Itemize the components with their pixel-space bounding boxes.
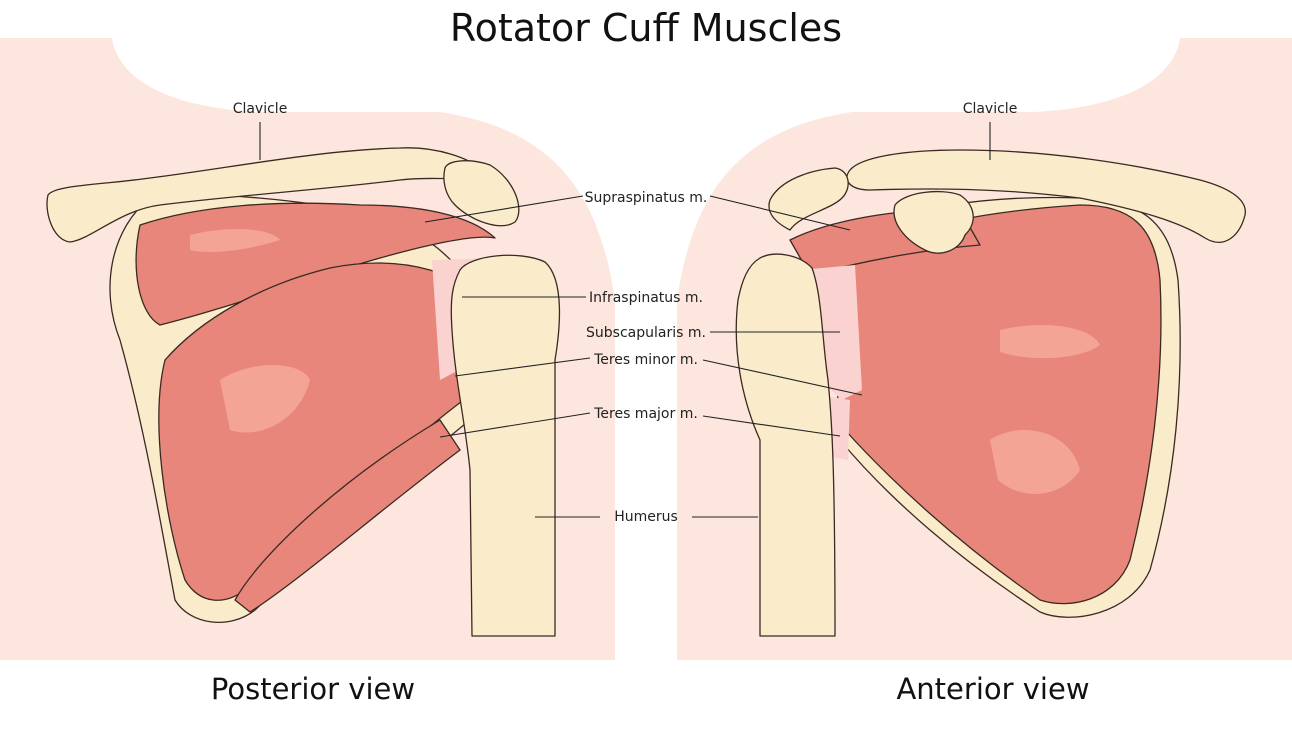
- anterior-acromion: [768, 167, 849, 231]
- posterior-view: [46, 147, 561, 637]
- leader-teres-major-left: [439, 412, 591, 438]
- posterior-highlight-1: [190, 228, 280, 252]
- posterior-view-title: Posterior view: [210, 672, 416, 706]
- leader-supraspinatus-left: [424, 195, 584, 223]
- anterior-coracoid: [893, 190, 974, 254]
- leader-teres-minor-right: [702, 359, 863, 396]
- anterior-view-title: Anterior view: [896, 672, 1090, 706]
- leader-lines: [259, 122, 991, 518]
- posterior-humerus: [450, 254, 561, 637]
- leader-supraspinatus-right: [709, 195, 851, 231]
- anterior-highlight-2: [990, 430, 1080, 494]
- diagram-title: Rotator Cuff Muscles: [449, 6, 843, 50]
- anterior-subscapularis-muscle: [834, 204, 1162, 605]
- anterior-humerus: [735, 253, 836, 637]
- label-humerus: Humerus: [614, 509, 678, 525]
- anterior-view: [735, 149, 1246, 637]
- label-infraspinatus: Infraspinatus m.: [589, 290, 703, 306]
- label-clavicle-anterior: Clavicle: [962, 101, 1018, 117]
- leader-teres-minor-left: [454, 357, 591, 377]
- label-subscapularis: Subscapularis m.: [586, 325, 706, 341]
- anterior-highlight-1: [1000, 325, 1100, 359]
- label-teres-minor: Teres minor m.: [594, 352, 698, 368]
- leader-teres-major-right: [702, 415, 841, 437]
- anterior-clavicle: [846, 149, 1246, 243]
- label-supraspinatus: Supraspinatus m.: [584, 190, 708, 206]
- label-clavicle-posterior: Clavicle: [232, 101, 288, 117]
- posterior-highlight-2: [220, 365, 310, 433]
- label-teres-major: Teres major m.: [594, 406, 698, 422]
- posterior-teres-major-muscle: [234, 419, 461, 613]
